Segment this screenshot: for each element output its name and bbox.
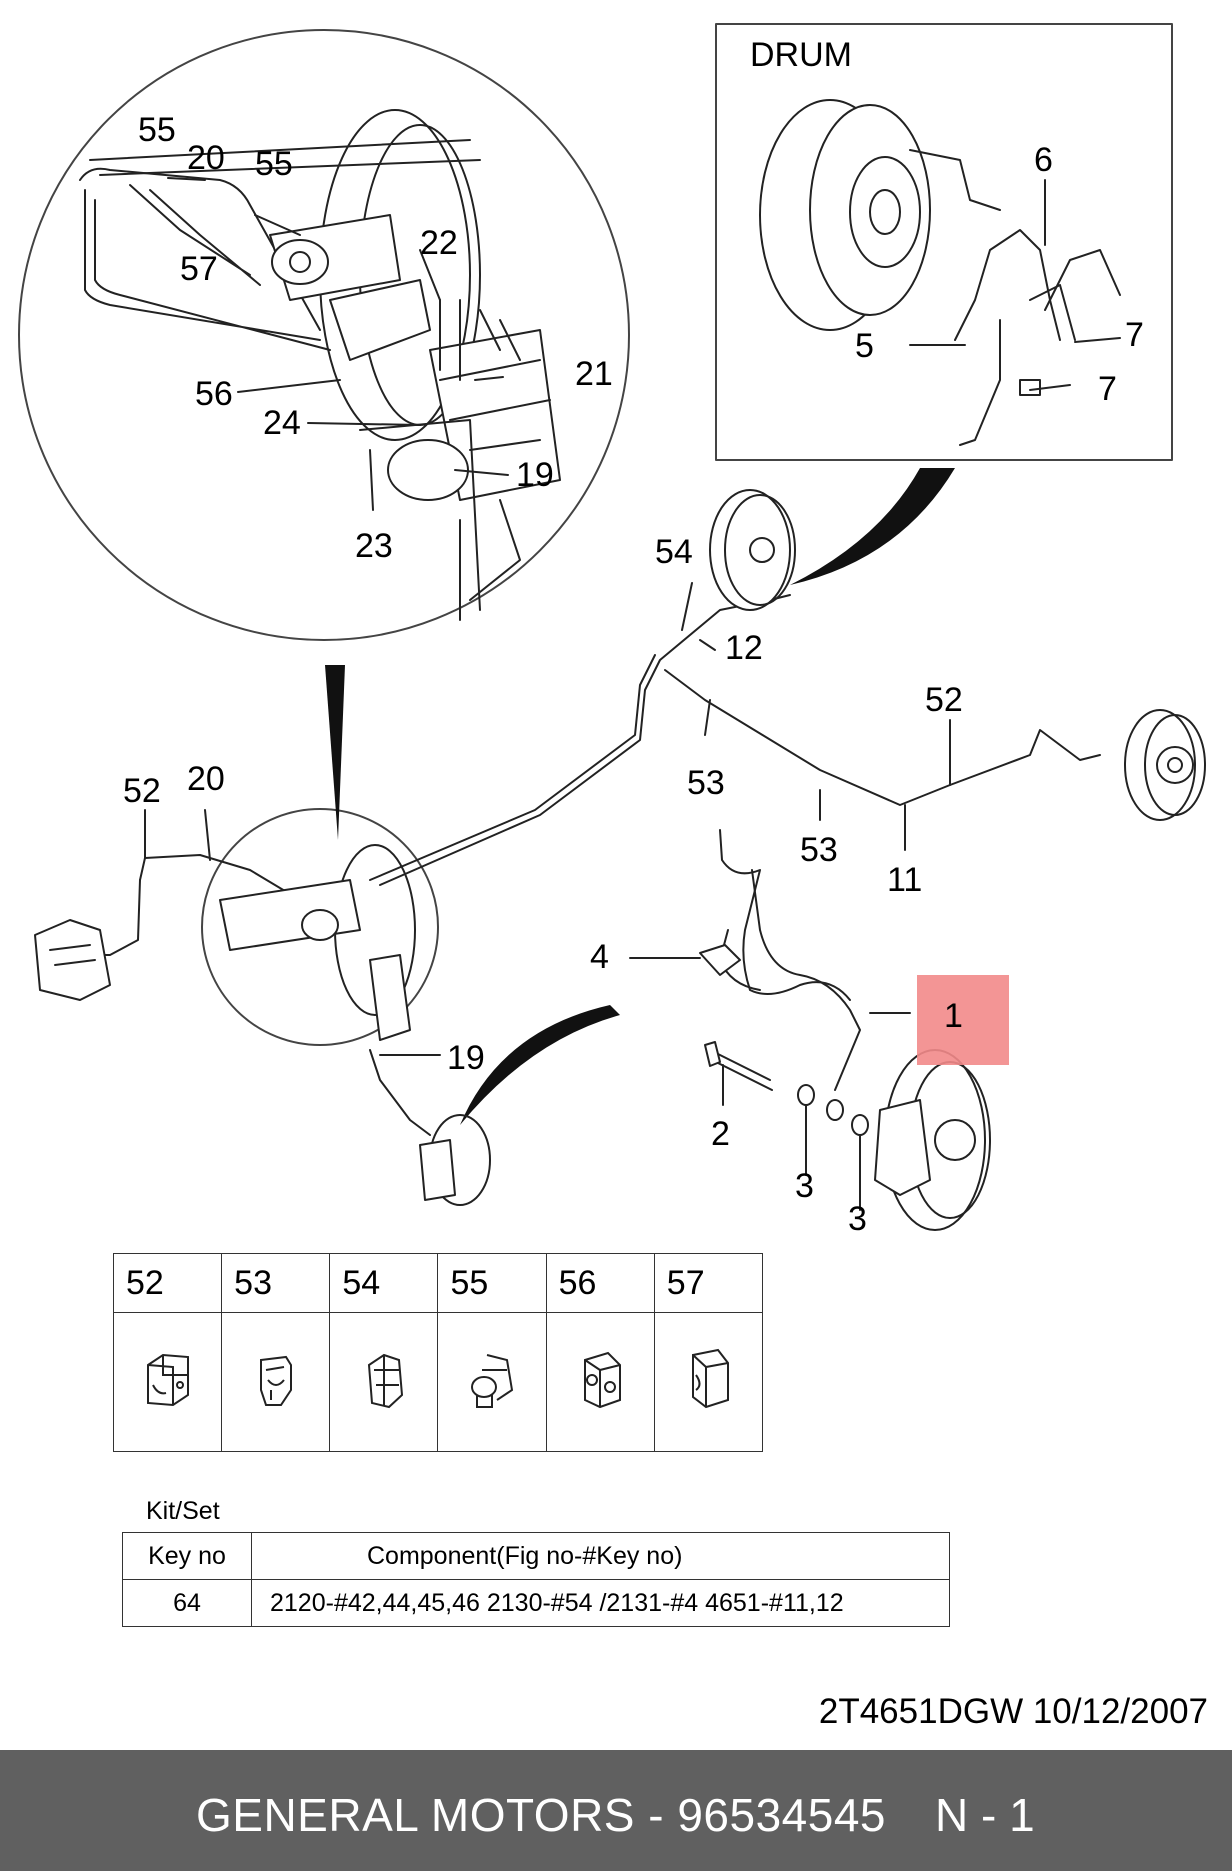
master-cylinder-overview-circle <box>201 808 439 1046</box>
kit-col-key: Key no <box>122 1532 252 1580</box>
callout-3[interactable]: 3 <box>795 1167 814 1205</box>
clip-57-icon <box>653 1312 764 1452</box>
callout-3[interactable]: 3 <box>848 1200 867 1238</box>
clip-54-icon <box>329 1312 439 1452</box>
clip-52-icon <box>112 1312 223 1452</box>
clip-53-icon <box>221 1312 331 1452</box>
callout-5[interactable]: 5 <box>855 327 874 365</box>
callout-56[interactable]: 56 <box>195 375 233 413</box>
callout-22[interactable]: 22 <box>420 224 458 262</box>
callout-23[interactable]: 23 <box>355 527 393 565</box>
callout-12[interactable]: 12 <box>725 629 763 667</box>
callout-19[interactable]: 19 <box>516 456 554 494</box>
callout-54[interactable]: 54 <box>655 533 693 571</box>
master-cylinder-detail-circle <box>18 29 630 641</box>
callout-7[interactable]: 7 <box>1125 316 1144 354</box>
callout-11[interactable]: 11 <box>887 861 923 899</box>
drum-box-title: DRUM <box>750 36 852 74</box>
callout-52[interactable]: 52 <box>925 681 963 719</box>
callout-53[interactable]: 53 <box>800 831 838 869</box>
kit-set-caption: Kit/Set <box>146 1497 220 1525</box>
kit-row-component: 2120-#42,44,45,46 2130-#54 /2131-#4 4651… <box>251 1579 950 1627</box>
clip-header: 54 <box>329 1253 439 1313</box>
callout-24[interactable]: 24 <box>263 404 301 442</box>
clip-header: 57 <box>653 1253 764 1313</box>
footer-part-number: GENERAL MOTORS - 96534545 <box>196 1789 887 1841</box>
callout-7[interactable]: 7 <box>1098 370 1117 408</box>
clip-header: 56 <box>545 1253 655 1313</box>
callout-55[interactable]: 55 <box>138 111 176 149</box>
highlight-key-1 <box>917 975 1009 1065</box>
callout-6[interactable]: 6 <box>1034 141 1053 179</box>
callout-20[interactable]: 20 <box>187 760 225 798</box>
callout-19[interactable]: 19 <box>447 1039 485 1077</box>
document-reference: 2T4651DGW 10/12/2007 <box>818 1692 1208 1731</box>
kit-col-component: Component(Fig no-#Key no) <box>251 1532 950 1580</box>
callout-4[interactable]: 4 <box>590 938 609 976</box>
callout-20[interactable]: 20 <box>187 139 225 177</box>
clip-header: 52 <box>112 1253 223 1313</box>
callout-21[interactable]: 21 <box>575 355 613 393</box>
kit-set-table: Key no Component(Fig no-#Key no) 64 2120… <box>122 1532 950 1627</box>
callout-55[interactable]: 55 <box>255 145 293 183</box>
callout-1[interactable]: 1 <box>944 997 963 1035</box>
callout-2[interactable]: 2 <box>711 1115 730 1153</box>
callout-53[interactable]: 53 <box>687 764 725 802</box>
footer-bar: GENERAL MOTORS - 96534545 N - 1 <box>0 1750 1232 1871</box>
clip-header: 55 <box>437 1253 547 1313</box>
drum-detail-box <box>715 23 1173 461</box>
brake-system-diagram <box>18 23 1206 1231</box>
clip-55-icon <box>437 1312 547 1452</box>
callout-52[interactable]: 52 <box>123 772 161 810</box>
clip-56-icon <box>545 1312 655 1452</box>
clip-header: 53 <box>221 1253 331 1313</box>
footer-page: N - 1 <box>935 1789 1035 1841</box>
kit-row-key: 64 <box>122 1579 252 1627</box>
clip-table: 52 53 54 55 56 57 <box>112 1253 764 1452</box>
callout-57[interactable]: 57 <box>180 250 218 288</box>
